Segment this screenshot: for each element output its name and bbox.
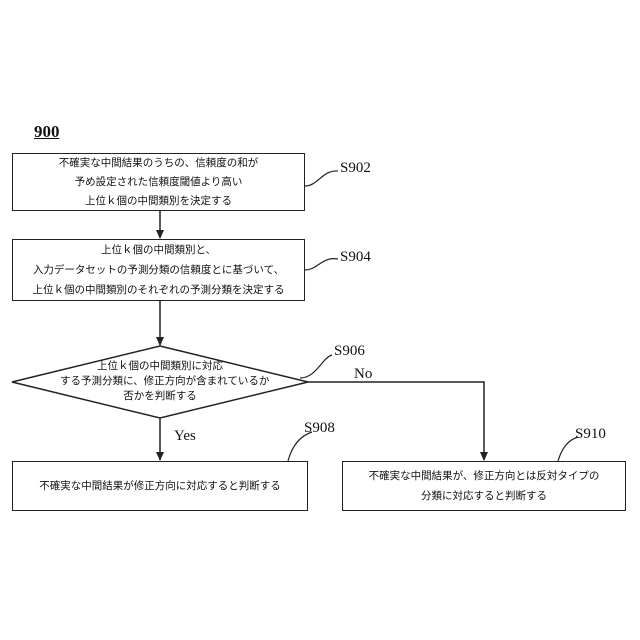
leader-s906 [300,355,332,378]
step-text-s908: 不確実な中間結果が修正方向に対応すると判断する [39,476,281,496]
step-line: 予め設定された信頼度閾値より高い [59,173,259,191]
step-line: 分類に対応すると判断する [369,486,600,506]
leader-s904 [305,259,338,270]
branch-label-yes: Yes [174,428,196,445]
step-label-s906: S906 [334,343,365,360]
leader-s902 [305,171,338,186]
step-line: 入力データセットの予測分類の信頼度とに基づいて、 [33,260,285,280]
branch-label-no: No [354,366,372,383]
step-line: 上位ｋ個の中間類別と、 [33,240,285,260]
decision-text-s906: 上位ｋ個の中間類別に対応 する予測分類に、修正方向が含まれているか 否かを判断す… [60,359,260,404]
figure-number: 900 [34,122,60,142]
step-line: 上位ｋ個の中間類別を決定する [59,191,259,211]
step-line: 不確実な中間結果が、修正方向とは反対タイプの [369,466,600,486]
step-text-s904: 上位ｋ個の中間類別と、 入力データセットの予測分類の信頼度とに基づいて、 上位ｋ… [33,240,285,300]
step-label-s908: S908 [304,420,335,437]
step-box-s908: 不確実な中間結果が修正方向に対応すると判断する [12,461,308,511]
step-box-s910: 不確実な中間結果が、修正方向とは反対タイプの 分類に対応すると判断する [342,461,626,511]
decision-line: 上位ｋ個の中間類別に対応 [60,359,260,374]
decision-line: 否かを判断する [60,389,260,404]
step-label-s902: S902 [340,160,371,177]
step-box-s902: 不確実な中間結果のうちの、信頼度の和が 予め設定された信頼度閾値より高い 上位ｋ… [12,153,305,211]
step-text-s910: 不確実な中間結果が、修正方向とは反対タイプの 分類に対応すると判断する [369,466,600,506]
step-text-s902: 不確実な中間結果のうちの、信頼度の和が 予め設定された信頼度閾値より高い 上位ｋ… [59,153,259,211]
step-line: 不確実な中間結果のうちの、信頼度の和が [59,153,259,173]
decision-line: する予測分類に、修正方向が含まれているか [60,374,260,389]
step-box-s904: 上位ｋ個の中間類別と、 入力データセットの予測分類の信頼度とに基づいて、 上位ｋ… [12,239,305,301]
step-label-s904: S904 [340,249,371,266]
step-line: 不確実な中間結果が修正方向に対応すると判断する [39,476,281,496]
step-line: 上位ｋ個の中間類別のそれぞれの予測分類を決定する [33,280,285,300]
step-label-s910: S910 [575,426,606,443]
